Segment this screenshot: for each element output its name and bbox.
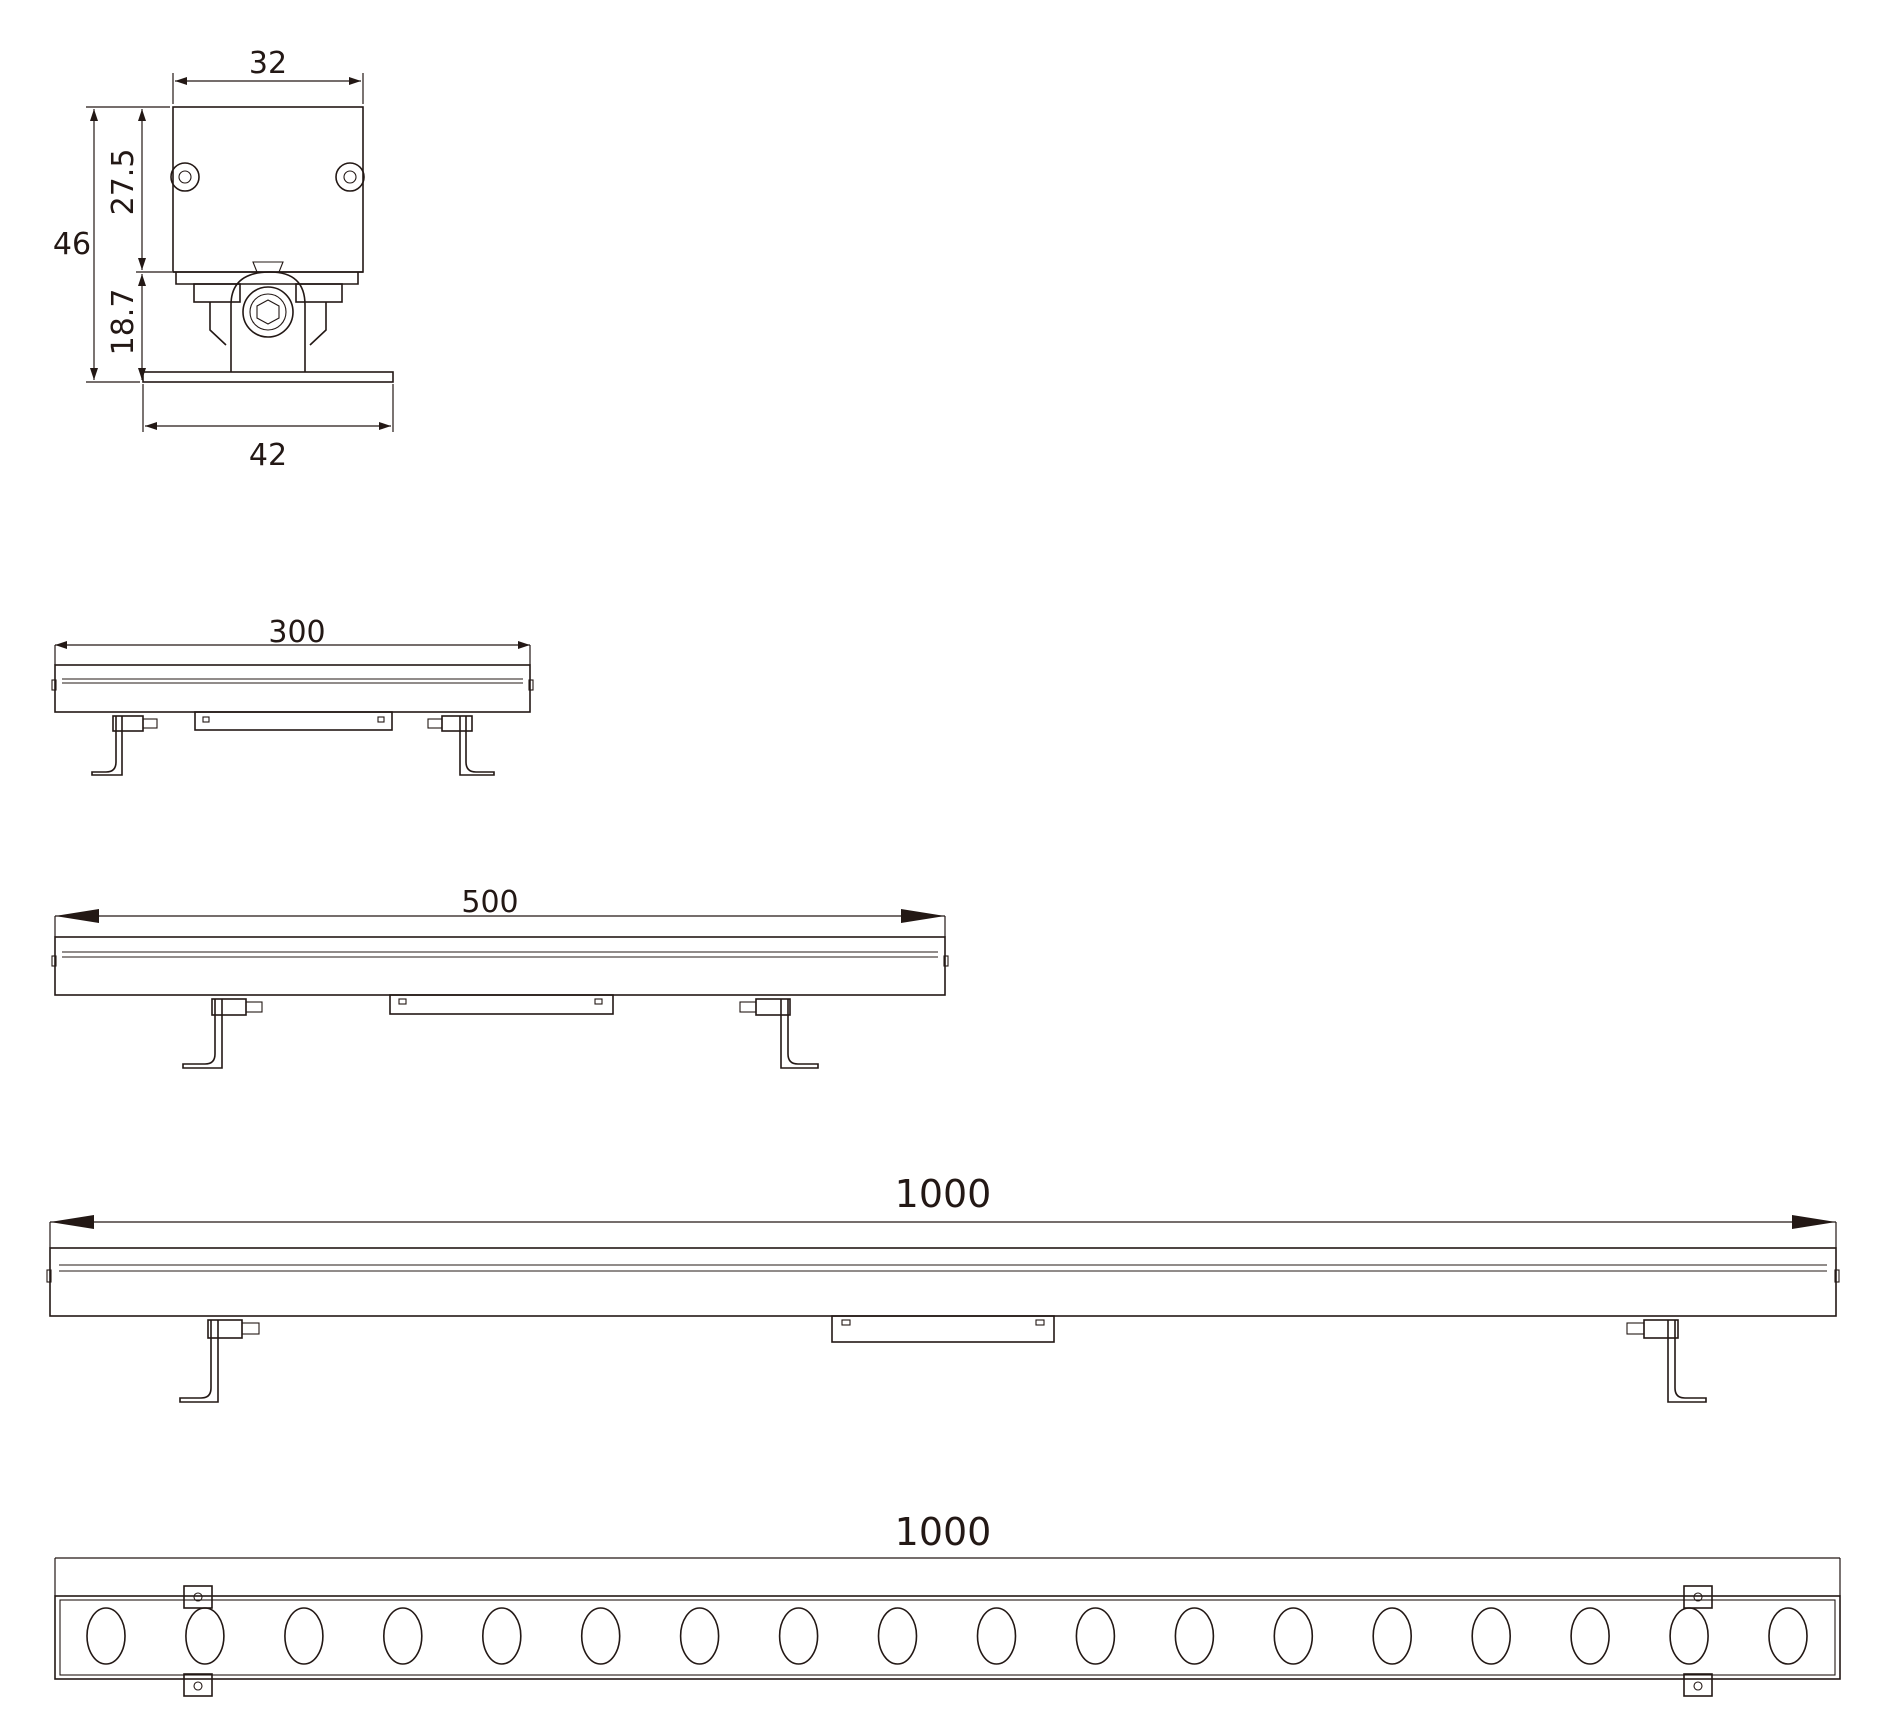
- led-lens: [481, 1607, 522, 1665]
- dim-total-height: 46: [53, 227, 91, 262]
- led-lens: [1669, 1607, 1709, 1665]
- led-lens: [1471, 1607, 1511, 1665]
- end-view-body: [142, 106, 394, 383]
- led-lens: [877, 1607, 918, 1665]
- led-lens: [679, 1607, 720, 1665]
- end-view: 32 46 27.5 18.7 42: [53, 46, 394, 473]
- led-lens: [1273, 1607, 1314, 1665]
- led-lens: [1768, 1607, 1808, 1665]
- led-lens: [580, 1607, 621, 1665]
- led-lens: [382, 1607, 423, 1665]
- end-view-dimensions: 32 46 27.5 18.7 42: [53, 46, 394, 473]
- dim-upper-height: 27.5: [106, 149, 141, 216]
- led-lens: [976, 1607, 1017, 1665]
- side-view-300: 300: [51, 615, 534, 776]
- dim-base-width: 42: [249, 438, 287, 473]
- led-lens: [185, 1607, 225, 1665]
- led-lens: [1174, 1607, 1215, 1665]
- dim-length-1000-front: 1000: [895, 1510, 992, 1554]
- dim-lower-height: 18.7: [106, 289, 141, 356]
- led-lens: [86, 1607, 126, 1665]
- side-view-1000: 1000: [46, 1172, 1840, 1403]
- front-view-1000: 1000: [54, 1510, 1841, 1697]
- dim-length-1000-side: 1000: [895, 1172, 992, 1216]
- led-lens: [1372, 1607, 1412, 1665]
- dim-length-500: 500: [461, 885, 518, 920]
- led-lens: [778, 1607, 819, 1665]
- led-lens: [284, 1607, 324, 1665]
- side-view-500: 500: [51, 885, 949, 1069]
- led-lens: [1570, 1607, 1610, 1665]
- dim-length-300: 300: [268, 615, 325, 650]
- dim-top-width: 32: [249, 46, 287, 81]
- lens-row: [86, 1607, 1808, 1665]
- led-lens: [1075, 1607, 1116, 1665]
